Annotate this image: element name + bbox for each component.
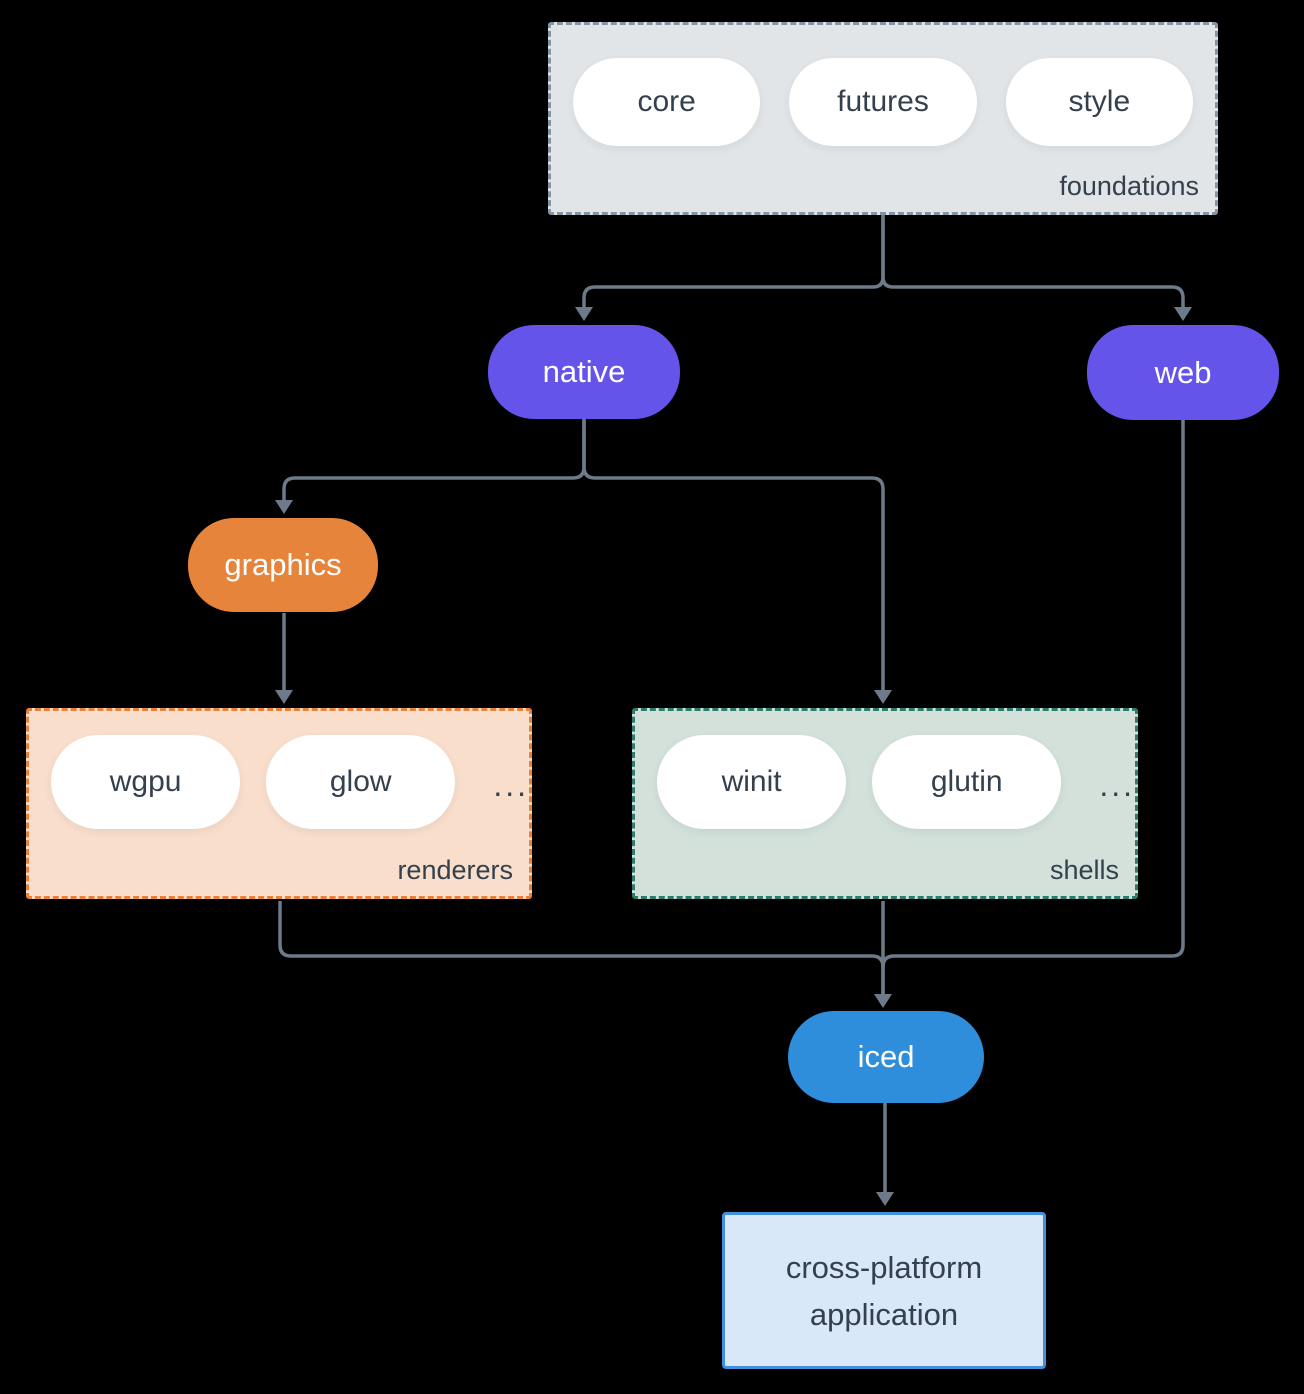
node-wgpu: wgpu <box>51 735 241 829</box>
group-foundations: core futures style foundations <box>548 22 1218 215</box>
edge-foundations-web <box>881 215 1185 307</box>
arrowhead-iced <box>874 994 892 1008</box>
arrowhead-native <box>575 307 593 321</box>
node-cross-platform-application: cross-platform application <box>722 1212 1046 1369</box>
node-futures: futures <box>789 58 977 146</box>
edge-native-graphics <box>282 419 586 500</box>
edge-foundations-native <box>582 215 885 307</box>
arrowhead-renderers <box>275 690 293 704</box>
node-style: style <box>1005 58 1193 146</box>
shells-pill-row: winit glutin ... <box>635 711 1135 829</box>
arrowhead-application <box>876 1192 894 1206</box>
node-glutin: glutin <box>872 735 1062 829</box>
node-winit: winit <box>657 735 847 829</box>
edge-renderers-iced <box>278 901 885 994</box>
edge-native-shells <box>582 419 885 690</box>
shells-label: shells <box>1049 855 1119 885</box>
group-shells: winit glutin ... shells <box>632 708 1138 899</box>
arrowhead-graphics <box>275 500 293 514</box>
node-iced: iced <box>788 1011 984 1103</box>
renderers-ellipsis: ... <box>493 766 529 803</box>
renderers-label: renderers <box>397 855 513 885</box>
node-core: core <box>573 58 761 146</box>
node-glow: glow <box>266 735 456 829</box>
foundations-pill-row: core futures style <box>551 25 1215 146</box>
edge-web-iced <box>881 419 1185 968</box>
foundations-label: foundations <box>1059 171 1199 201</box>
node-graphics: graphics <box>188 518 378 612</box>
shells-ellipsis: ... <box>1099 766 1135 803</box>
node-native: native <box>488 325 680 419</box>
arrowhead-web <box>1174 307 1192 321</box>
group-renderers: wgpu glow ... renderers <box>26 708 532 899</box>
renderers-pill-row: wgpu glow ... <box>29 711 529 829</box>
node-web: web <box>1087 325 1279 420</box>
arrowhead-shells <box>874 690 892 704</box>
